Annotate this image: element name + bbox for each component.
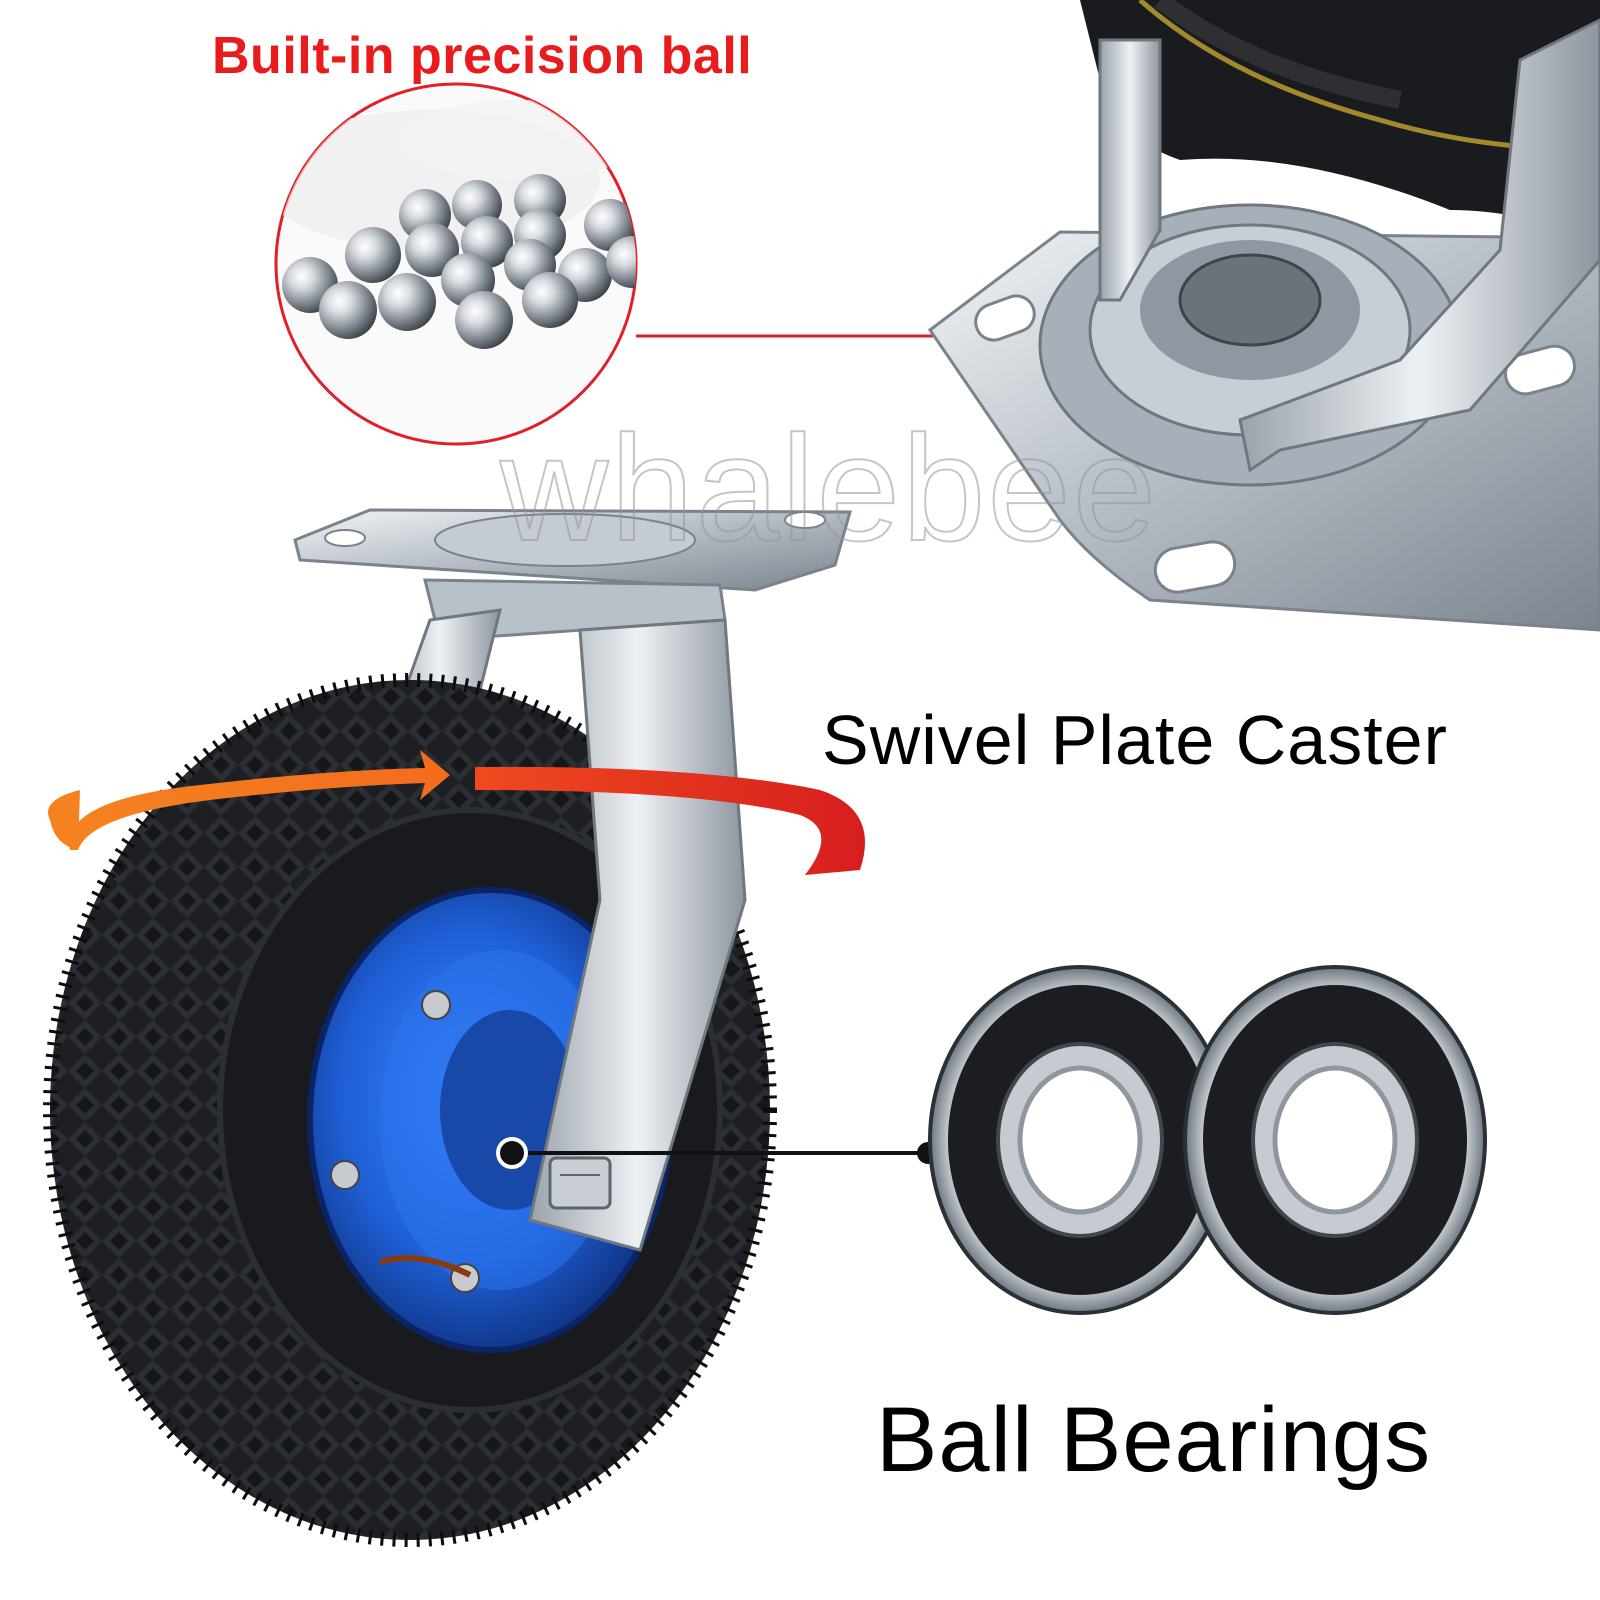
precision-ball-label: Built-in precision ball [212, 27, 753, 85]
rotation-arrow-left [69, 750, 450, 850]
ball-bearings-pair [928, 965, 1487, 1315]
caster-wheel [43, 508, 939, 1547]
callout-dot-axle [496, 1137, 528, 1169]
bearing-left [928, 965, 1232, 1315]
ball-bearings-label: Ball Bearings [876, 1389, 1432, 1491]
steel-balls [282, 174, 636, 349]
swivel-plate-closeup [927, 0, 1600, 632]
swivel-plate-label: Swivel Plate Caster [822, 701, 1448, 779]
bearing-right [1183, 965, 1487, 1315]
rotation-arrow-right [475, 766, 865, 875]
